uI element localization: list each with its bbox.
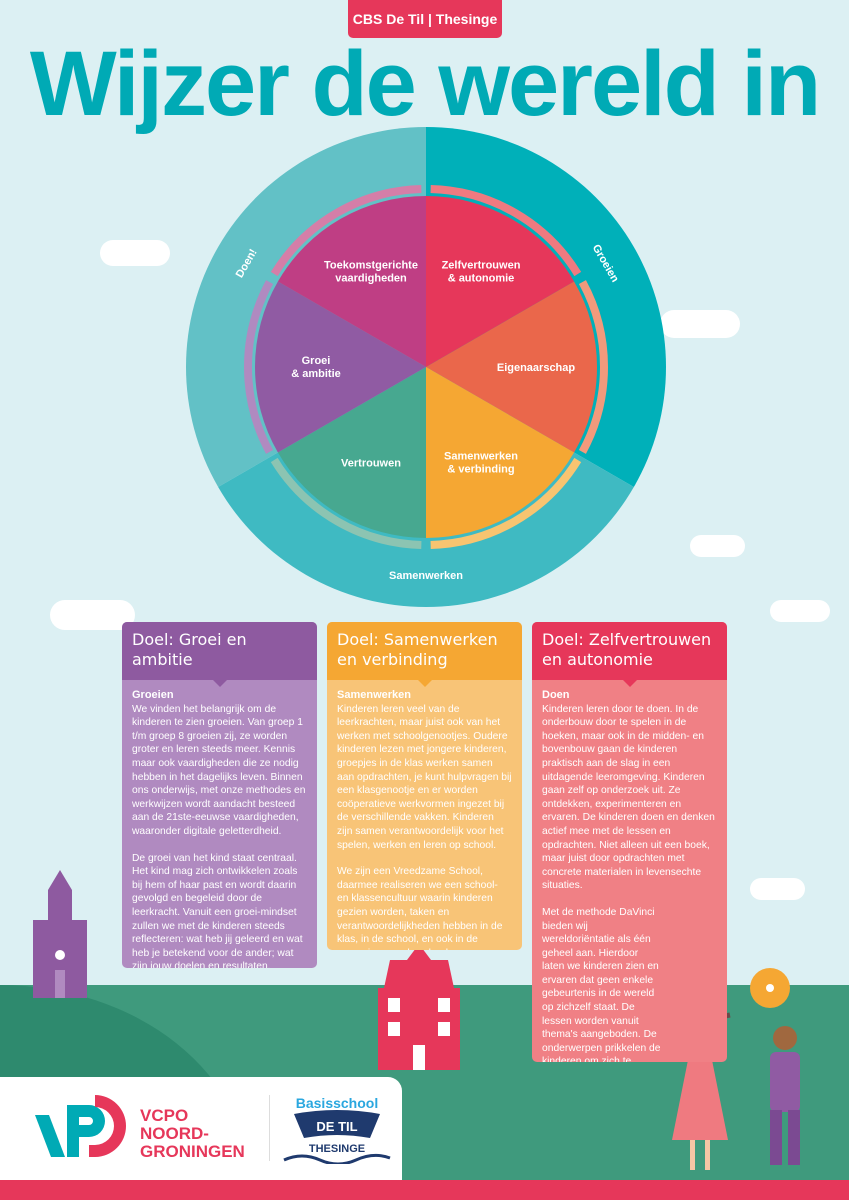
divider bbox=[269, 1095, 270, 1161]
card-title: Doel: Groei en ambitie bbox=[122, 622, 317, 687]
card-title: Doel: Samenwerken en verbinding bbox=[327, 622, 522, 687]
segment-label: Samenwerken bbox=[444, 450, 518, 462]
outer-ring-label: Samenwerken bbox=[389, 570, 463, 582]
cloud bbox=[50, 600, 135, 630]
card-paragraph: Met de methode DaVinci bieden wij wereld… bbox=[542, 906, 661, 1062]
vcpo-logo-icon bbox=[35, 1095, 126, 1157]
cloud bbox=[690, 535, 745, 557]
card-paragraph: We zijn een Vreedzame School, daarmee re… bbox=[337, 866, 503, 950]
segment-label: vaardigheden bbox=[335, 273, 407, 285]
vcpo-wordmark: VCPO NOORD- GRONINGEN bbox=[140, 1107, 245, 1161]
segment-rim bbox=[430, 185, 582, 277]
de-til-school-logo: Basisschool DE TIL THESINGE bbox=[283, 1095, 391, 1164]
card-subtitle: Samenwerken bbox=[337, 689, 411, 701]
cloud bbox=[750, 878, 805, 900]
logo-text: DE TIL bbox=[316, 1119, 357, 1134]
segment-label: Vertrouwen bbox=[341, 457, 401, 469]
wheel-segment bbox=[277, 367, 426, 538]
church-illustration bbox=[33, 870, 87, 998]
wheel-segment bbox=[277, 196, 426, 367]
segment-label: Eigenaarschap bbox=[497, 362, 576, 374]
wheel-diagram: Zelfvertrouwen& autonomieEigenaarschapSa… bbox=[186, 127, 666, 607]
footer-bar bbox=[0, 1180, 849, 1200]
wheel-segment bbox=[426, 367, 575, 538]
card-paragraph: Kinderen leren veel van de leerkrachten,… bbox=[337, 703, 512, 851]
segment-rim bbox=[430, 457, 582, 549]
segment-rim bbox=[270, 185, 422, 277]
card-paragraph: Kinderen leren door te doen. In de onder… bbox=[542, 703, 715, 892]
segment-label: Groei bbox=[302, 355, 331, 367]
logo-text: Basisschool bbox=[296, 1095, 378, 1111]
flower-icon bbox=[750, 968, 790, 1008]
cloud bbox=[660, 310, 740, 338]
vcpo-line: GRONINGEN bbox=[140, 1142, 245, 1161]
school-building-illustration bbox=[378, 944, 460, 1070]
segment-rim bbox=[270, 457, 422, 549]
school-badge: CBS De Til | Thesinge bbox=[348, 0, 502, 38]
segment-label: Toekomstgerichte bbox=[324, 260, 418, 272]
card-title: Doel: Zelfvertrouwen en autonomie bbox=[532, 622, 727, 687]
segment-rim bbox=[244, 280, 274, 454]
goal-card-samenwerken: Doel: Samenwerken en verbinding Samenwer… bbox=[327, 622, 522, 950]
segment-rim bbox=[578, 280, 608, 454]
card-subtitle: Groeien bbox=[132, 689, 174, 701]
vcpo-line: NOORD- bbox=[140, 1124, 209, 1143]
vcpo-line: VCPO bbox=[140, 1106, 189, 1125]
logo-text: THESINGE bbox=[309, 1143, 365, 1155]
segment-label: & ambitie bbox=[291, 368, 341, 380]
card-paragraph: We vinden het belangrijk om de kinderen … bbox=[132, 703, 306, 837]
wheel-segment bbox=[255, 281, 426, 453]
poster-title: Wijzer de wereld in bbox=[29, 33, 821, 135]
segment-label: Zelfvertrouwen bbox=[442, 260, 521, 272]
card-paragraph: De groei van het kind staat centraal. He… bbox=[132, 852, 303, 968]
segment-label: & autonomie bbox=[448, 273, 515, 285]
card-subtitle: Doen bbox=[542, 689, 570, 701]
wheel-segment bbox=[426, 196, 575, 367]
goal-card-groei: Doel: Groei en ambitie Groeien We vinden … bbox=[122, 622, 317, 968]
cloud bbox=[770, 600, 830, 622]
segment-label: & verbinding bbox=[447, 463, 514, 475]
boy-illustration bbox=[770, 1026, 800, 1165]
wheel-segment bbox=[426, 281, 597, 453]
cloud bbox=[100, 240, 170, 266]
